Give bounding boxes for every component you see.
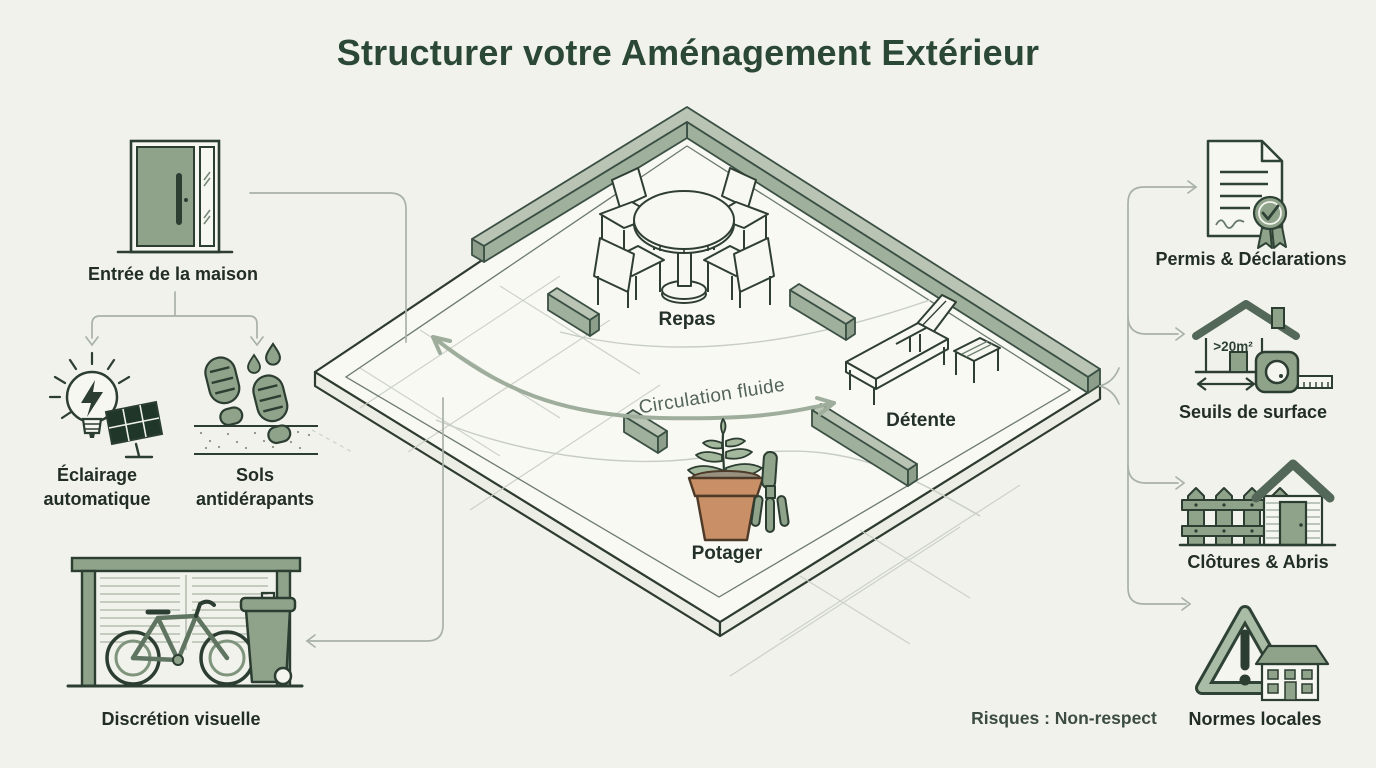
connector-door-to-plan — [249, 192, 407, 343]
front-door-icon — [116, 139, 234, 254]
certified-seal-icon — [1252, 195, 1288, 249]
surface-threshold-icon: >20m² — [1192, 300, 1333, 394]
fence-shed-icon — [1178, 459, 1337, 547]
solar-panel-icon — [104, 400, 164, 459]
zone-label-repas: Repas — [658, 309, 716, 330]
norms-label: Normes locales — [1188, 709, 1322, 729]
entrance-label: Entrée de la maison — [87, 264, 259, 284]
anti-slip-floor-icon — [194, 342, 318, 455]
warning-house-icon — [1195, 605, 1330, 702]
connector-entrance-fork — [91, 291, 258, 339]
garden-fork-icon — [750, 451, 790, 533]
bike-shelter-icon — [66, 556, 304, 688]
lighting-label: Éclairage automatique — [43, 465, 151, 509]
zone-label-detente: Détente — [886, 410, 956, 431]
permits-label: Permis & Déclarations — [1155, 249, 1347, 269]
bicycle-icon — [105, 599, 255, 686]
potted-plant-icon — [687, 418, 765, 542]
surface-badge: >20m² — [1213, 339, 1253, 354]
water-drops-icon — [247, 342, 281, 374]
flooring-label: Sols antidérapants — [195, 465, 315, 509]
garden-shed-icon — [1251, 459, 1335, 547]
garden-plan — [311, 106, 1102, 677]
lounge-chair-icon — [845, 294, 1001, 405]
zone-label-potager: Potager — [691, 543, 763, 564]
dining-set-icon — [593, 167, 775, 308]
risk-note: Risques : Non-respect — [971, 708, 1157, 728]
connector-plan-to-shelter — [306, 397, 444, 642]
permit-document-icon — [1206, 139, 1288, 249]
surface-label: Seuils de surface — [1178, 402, 1328, 422]
fences-label: Clôtures & Abris — [1187, 552, 1329, 572]
connector-right-trunk — [1127, 186, 1197, 605]
page-title: Structurer votre Aménagement Extérieur — [336, 32, 1040, 73]
measuring-tape-icon — [1254, 350, 1333, 394]
connector-lines — [85, 180, 1198, 648]
trash-bin-icon — [239, 591, 297, 686]
automatic-lighting-icon — [48, 351, 164, 459]
storage-label: Discrétion visuelle — [101, 709, 261, 729]
house-icon — [1254, 644, 1330, 702]
circulation-arrow — [431, 335, 836, 421]
